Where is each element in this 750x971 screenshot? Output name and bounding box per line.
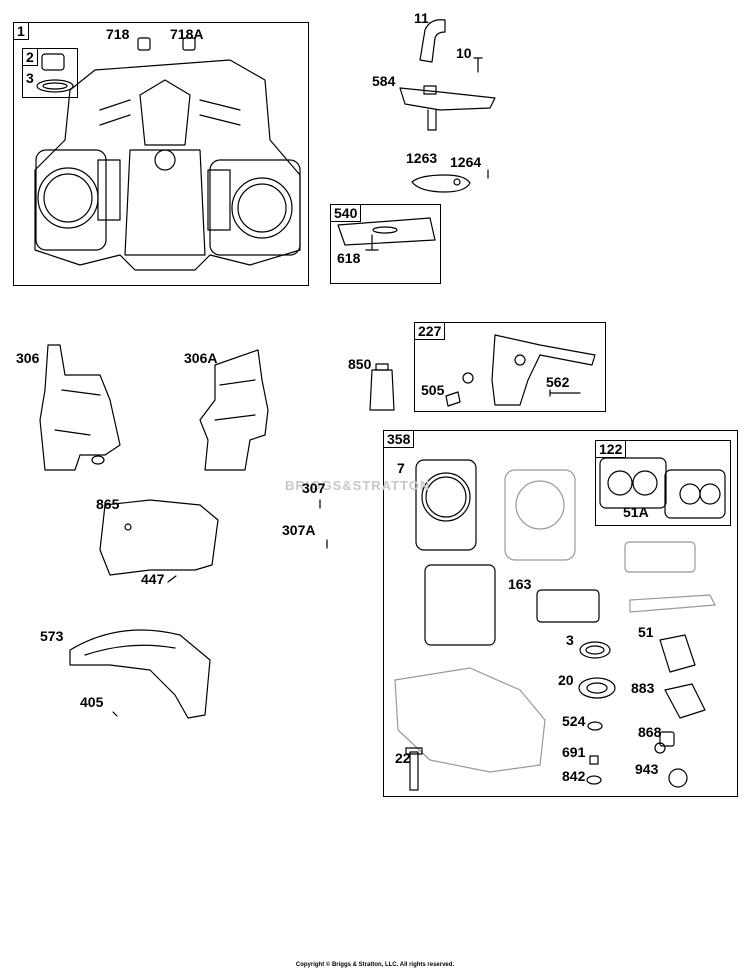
sleeve-2 — [41, 53, 65, 71]
dipstick-tube-11 — [419, 19, 446, 63]
screw-562 — [549, 389, 581, 397]
callout-618: 618 — [337, 250, 361, 266]
group-1-frame — [13, 22, 309, 286]
dowel-718 — [137, 37, 151, 51]
group-label-2: 2 — [22, 48, 38, 66]
oring-943 — [668, 768, 688, 788]
head-gasket-7 — [415, 459, 477, 551]
callout-3-top: 3 — [26, 70, 34, 86]
part-691 — [589, 755, 599, 765]
group-2-frame — [22, 48, 78, 98]
callout-718a: 718A — [170, 26, 204, 42]
group-358-frame — [383, 430, 738, 797]
callout-7: 7 — [397, 460, 405, 476]
callout-22: 22 — [395, 750, 411, 766]
callout-865: 865 — [96, 496, 120, 512]
callout-850: 850 — [348, 356, 372, 372]
seal-3-top — [36, 79, 74, 93]
group-label-540: 540 — [330, 204, 362, 222]
group-label-122: 122 — [595, 440, 627, 458]
callout-584: 584 — [372, 73, 396, 89]
group-122-frame — [595, 440, 731, 526]
group-label-358: 358 — [383, 430, 415, 448]
callout-307a: 307A — [282, 522, 316, 538]
air-guide-865 — [99, 499, 219, 576]
bracket-584 — [399, 87, 496, 111]
callout-307: 307 — [302, 480, 326, 496]
callout-562: 562 — [546, 374, 570, 390]
gasket-122-a — [599, 457, 667, 509]
air-guide-306 — [39, 344, 121, 471]
callout-691: 691 — [562, 744, 586, 760]
callout-405: 405 — [80, 694, 104, 710]
copyright-text: Copyright © Briggs & Stratton, LLC. All … — [295, 962, 455, 968]
screw-405 — [112, 711, 118, 717]
callout-524: 524 — [562, 713, 586, 729]
seal-3 — [579, 641, 611, 659]
bolt-22 — [409, 751, 419, 791]
callout-505: 505 — [421, 382, 445, 398]
watermark: BRIGGS&STRATTON — [285, 478, 431, 493]
callout-306: 306 — [16, 350, 40, 366]
oring-524 — [587, 721, 603, 731]
plate-1263 — [411, 174, 471, 193]
oring-842 — [586, 775, 602, 785]
callout-51: 51 — [638, 624, 654, 640]
shroud-573 — [69, 629, 211, 719]
cylinder-block-drawing — [34, 59, 301, 271]
callout-573: 573 — [40, 628, 64, 644]
callout-718: 718 — [106, 26, 130, 42]
nut-505 — [445, 391, 461, 407]
dowel-718a — [182, 37, 196, 51]
callout-163: 163 — [508, 576, 532, 592]
group-227-frame — [414, 322, 606, 412]
gasket-163 — [536, 589, 600, 623]
valve-cover-gasket — [424, 564, 496, 646]
screw-10 — [473, 57, 483, 73]
callout-447: 447 — [141, 571, 165, 587]
callout-842: 842 — [562, 768, 586, 784]
callout-943: 943 — [635, 761, 659, 777]
dowel-868 — [659, 731, 675, 747]
group-540-frame — [330, 204, 441, 284]
gasket-540 — [337, 217, 436, 246]
air-guide-306a — [199, 349, 269, 471]
gasket-883 — [664, 683, 706, 719]
gasket-51a — [664, 469, 726, 519]
callout-306a: 306A — [184, 350, 218, 366]
washer-505 — [462, 372, 474, 384]
callout-1263: 1263 — [406, 150, 438, 166]
callout-1264: 1264 — [450, 154, 482, 170]
group-label-1: 1 — [13, 22, 29, 40]
callout-10: 10 — [456, 45, 472, 61]
callout-883: 883 — [631, 680, 655, 696]
callout-3: 3 — [566, 632, 574, 648]
gasket-51 — [659, 634, 696, 673]
crankcase-gasket — [394, 667, 546, 773]
seal-20 — [578, 677, 616, 699]
callout-868: 868 — [638, 724, 662, 740]
group-label-227: 227 — [414, 322, 446, 340]
callout-11: 11 — [414, 10, 429, 26]
screw-618 — [365, 234, 379, 251]
callout-20: 20 — [558, 672, 574, 688]
bracket-227 — [491, 334, 596, 406]
sealant-tube-850 — [369, 369, 395, 411]
callout-51a: 51A — [623, 504, 649, 520]
head-gasket-7-ghost — [504, 469, 576, 561]
screw-447 — [167, 575, 177, 583]
